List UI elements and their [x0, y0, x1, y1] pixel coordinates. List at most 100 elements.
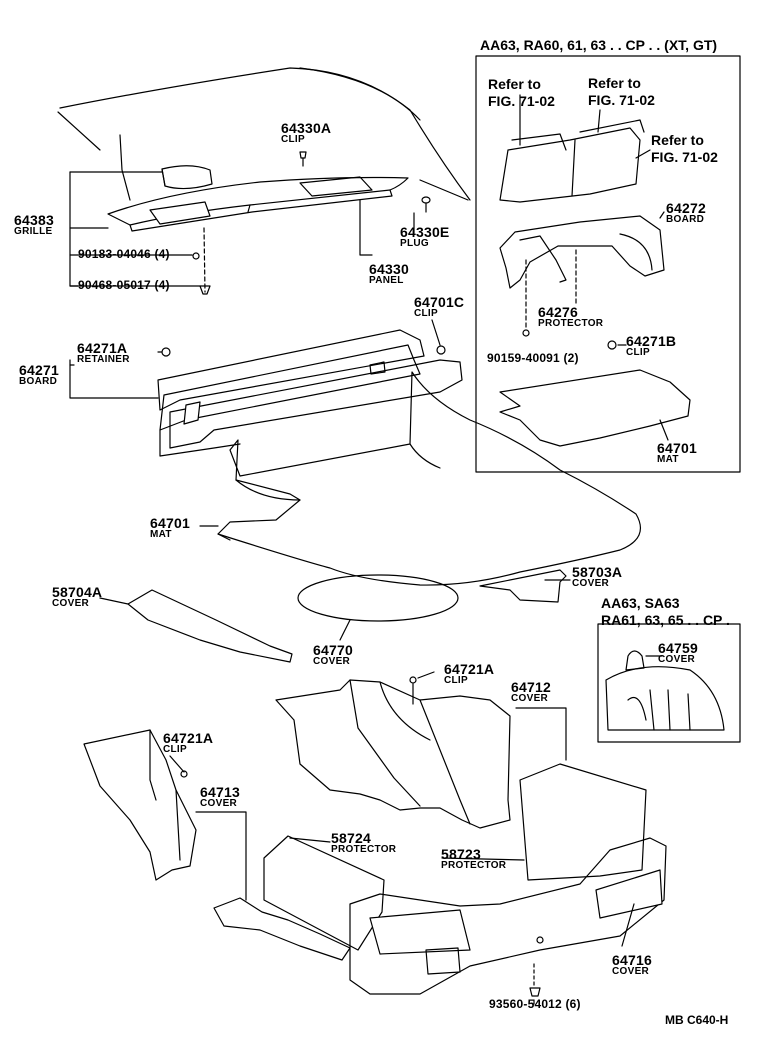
cover-64713-shape — [84, 730, 196, 880]
part-label-64383: 64383 GRILLE — [14, 213, 54, 237]
part-number: 64770 — [313, 642, 353, 658]
part-name: CLIP — [626, 347, 650, 358]
part-name: COVER — [313, 656, 351, 667]
part-number: 64701C — [414, 294, 465, 310]
part-label-64271B: 64271B CLIP — [626, 334, 676, 358]
part-number: 64701 — [150, 515, 190, 531]
part-label-64271A: 64271A RETAINER — [77, 341, 130, 365]
part-number: 64272 — [666, 200, 706, 216]
part-name: COVER — [200, 798, 238, 809]
part-label-58724: 58724 PROTECTOR — [331, 831, 396, 855]
fastener-guide-line — [204, 228, 205, 292]
part-label-64716: 64716 COVER — [612, 953, 652, 977]
part-number: 64276 — [538, 304, 578, 320]
part-label-64701-inset: 64701 MAT — [657, 441, 697, 465]
inset-top-ref-3: Refer to FIG. 71-02 — [651, 132, 718, 165]
inset-box-top — [476, 56, 740, 472]
part-label-64770: 64770 COVER — [313, 643, 353, 667]
part-name: PROTECTOR — [538, 318, 604, 329]
part-name: COVER — [52, 598, 90, 609]
part-label-64330A: 64330A CLIP — [281, 121, 331, 145]
part-name: CLIP — [444, 675, 468, 686]
protector-58723-shape — [520, 764, 646, 880]
mat-64701-shape — [218, 372, 640, 585]
part-number: 64721A — [163, 730, 214, 746]
inset-top-ref-1: Refer to FIG. 71-02 — [488, 76, 555, 109]
part-number: 64330 — [369, 261, 409, 277]
part-label-93560: 93560-54012 (6) — [489, 997, 581, 1011]
cover-58703A-shape — [480, 570, 566, 602]
part-label-64272: 64272 BOARD — [666, 201, 706, 225]
part-name: COVER — [658, 654, 696, 665]
protector-58724-shape — [264, 836, 384, 950]
part-number: 58724 — [331, 830, 371, 846]
part-label-64330: 64330 PANEL — [369, 262, 409, 286]
part-name: COVER — [572, 578, 610, 589]
leader-58704A — [100, 598, 128, 604]
part-number: 64271A — [77, 340, 128, 356]
part-number: 64271 — [19, 362, 59, 378]
part-label-90159: 90159-40091 (2) — [487, 351, 579, 365]
part-label-90468: 90468-05017 (4) — [78, 278, 170, 292]
part-number: 58723 — [441, 846, 481, 862]
part-name: BOARD — [666, 214, 705, 225]
part-number: 64271B — [626, 333, 677, 349]
part-name: RETAINER — [77, 354, 130, 365]
part-name: CLIP — [414, 308, 438, 319]
part-number: 58703A — [572, 564, 623, 580]
panel-64330-shape — [108, 166, 408, 231]
part-number: 64712 — [511, 679, 551, 695]
part-label-64701: 64701 MAT — [150, 516, 190, 540]
part-label-58723: 58723 PROTECTOR — [441, 847, 506, 871]
leader-lines-bottom — [170, 672, 634, 1004]
inset-top-parts — [500, 95, 690, 446]
part-name: PLUG — [400, 238, 429, 249]
panel-64713-flat — [214, 898, 350, 960]
part-label-64721A-1: 64721A CLIP — [444, 662, 494, 686]
part-number: 64721A — [444, 661, 495, 677]
part-number: 64383 — [14, 212, 54, 228]
part-label-58704A: 58704A COVER — [52, 585, 102, 609]
part-number: 64330A — [281, 120, 332, 136]
retainer-64271A-shape — [158, 348, 170, 356]
clip-64701C-shape — [432, 320, 445, 354]
part-name: PROTECTOR — [441, 860, 507, 871]
cover-64770-shape — [298, 575, 458, 621]
inset-box-bottom — [598, 624, 740, 742]
leader-64770 — [340, 620, 350, 640]
car-body-outline — [58, 68, 470, 200]
part-name: MAT — [150, 529, 172, 540]
part-name: GRILLE — [14, 226, 53, 237]
part-number: 64759 — [658, 640, 698, 656]
part-name: CLIP — [163, 744, 187, 755]
part-name: COVER — [612, 966, 650, 977]
part-name: PROTECTOR — [331, 844, 397, 855]
part-label-64713: 64713 COVER — [200, 785, 240, 809]
part-label-64759: 64759 COVER — [658, 641, 698, 665]
diagram-caption: MB C640-H — [665, 1013, 729, 1027]
part-label-64701C: 64701C CLIP — [414, 295, 464, 319]
fastener-90468 — [200, 286, 210, 294]
cover-64716-shape — [350, 838, 666, 996]
part-number: 58704A — [52, 584, 103, 600]
part-number: 64701 — [657, 440, 697, 456]
part-name: COVER — [511, 693, 549, 704]
cover-64712-shape — [276, 677, 510, 828]
fastener-90183 — [193, 253, 199, 259]
part-label-90183: 90183-04046 (4) — [78, 247, 170, 261]
part-label-64330E: 64330E PLUG — [400, 225, 449, 249]
part-name: CLIP — [281, 134, 305, 145]
part-name: BOARD — [19, 376, 58, 387]
part-name: MAT — [657, 454, 679, 465]
part-label-58703A: 58703A COVER — [572, 565, 622, 589]
inset-top-title: AA63, RA60, 61, 63 . . CP . . (XT, GT) — [480, 37, 718, 53]
inset-top-ref-2: Refer to FIG. 71-02 — [588, 75, 655, 108]
part-number: 64330E — [400, 224, 450, 240]
clip-64330A-shape — [300, 152, 306, 166]
part-label-64271: 64271 BOARD — [19, 363, 59, 387]
part-label-64721A-2: 64721A CLIP — [163, 731, 213, 755]
plug-64330E-shape — [422, 197, 430, 212]
part-number: 64713 — [200, 784, 240, 800]
